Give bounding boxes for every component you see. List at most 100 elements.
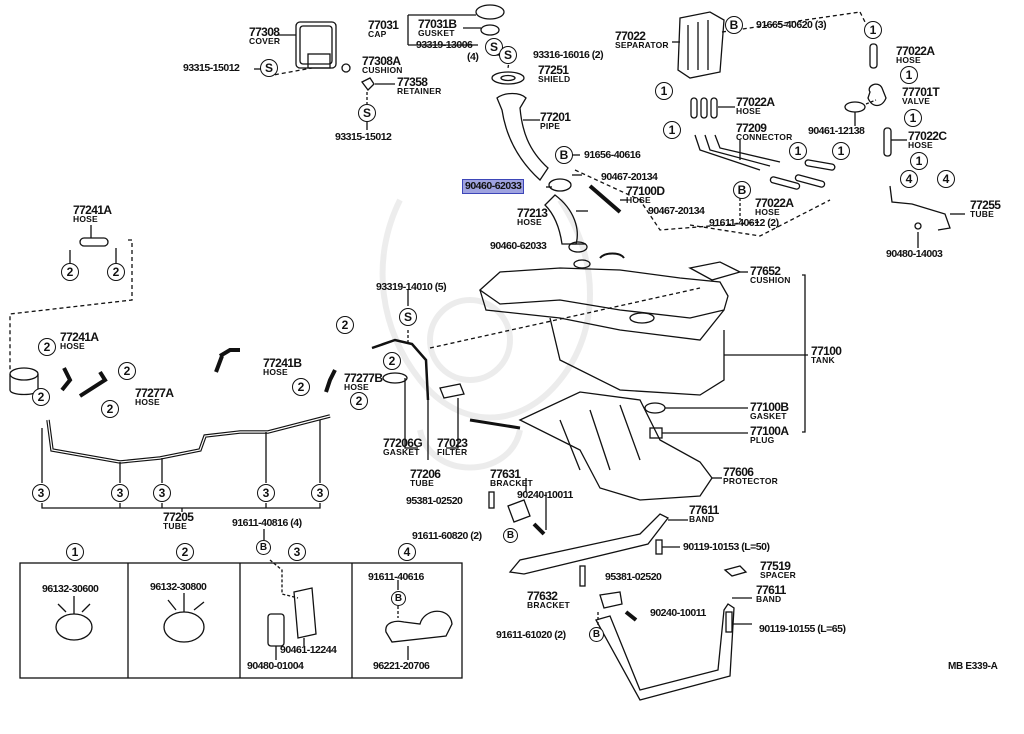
part-label-77022a-mid[interactable]: 77022A HOSE	[736, 96, 775, 116]
part-name: BRACKET	[490, 478, 533, 488]
part-number: 77611	[756, 583, 786, 597]
inset-1-part-96132-30600[interactable]: 96132-30600	[42, 583, 99, 595]
part-label-77022a-low[interactable]: 77022A HOSE	[755, 197, 794, 217]
part-number: 77652	[750, 264, 781, 278]
part-label-77519[interactable]: 77519 SPACER	[760, 560, 796, 580]
part-label-77201[interactable]: 77201 PIPE	[540, 111, 571, 131]
part-number: 77519	[760, 559, 791, 573]
marker-3: 3	[111, 484, 129, 502]
part-label-77358[interactable]: 77358 RETAINER	[397, 76, 441, 96]
ref-91611-61020[interactable]: 91611-61020 (2)	[496, 629, 566, 641]
part-label-77100d[interactable]: 77100D HOSE	[626, 184, 665, 205]
part-label-77611-lower[interactable]: 77611 BAND	[756, 584, 786, 604]
part-label-77632[interactable]: 77632 BRACKET	[527, 590, 570, 610]
ref-90467-20134-lower[interactable]: 90467-20134	[648, 205, 705, 217]
part-label-77308a[interactable]: 77308A CUSHION	[362, 55, 403, 75]
ref-90240-10011-upper[interactable]: 90240-10011	[517, 489, 573, 501]
part-label-77251[interactable]: 77251 SHIELD	[538, 64, 570, 84]
part-name: CUSHION	[750, 275, 791, 285]
part-number: 77308A	[362, 54, 401, 68]
part-label-77031[interactable]: 77031 CAP	[368, 18, 399, 39]
part-number: 77308	[249, 25, 280, 39]
part-name: GASKET	[750, 411, 787, 421]
part-label-77205[interactable]: 77205 TUBE	[163, 511, 194, 531]
marker-b: B	[589, 627, 604, 642]
part-number: 77031B	[418, 17, 457, 31]
ref-90467-20134-upper[interactable]: 90467-20134	[601, 171, 658, 183]
inset-marker-2: 2	[176, 543, 194, 561]
part-label-77023[interactable]: 77023 FILTER	[437, 437, 468, 457]
part-name: PLUG	[750, 435, 775, 445]
part-name: TUBE	[410, 478, 434, 488]
marker-1: 1	[663, 121, 681, 139]
part-label-77206g[interactable]: 77206G GASKET	[383, 437, 423, 457]
part-label-77606[interactable]: 77606 PROTECTOR	[723, 466, 778, 486]
ref-91665-40620[interactable]: 91665-40620 (3)	[756, 19, 827, 31]
ref-95381-02520-lower[interactable]: 95381-02520	[605, 571, 662, 583]
inset-3-part-90480-01004[interactable]: 90480-01004	[247, 660, 304, 672]
part-number: 77213	[517, 206, 548, 220]
gasket-plug-part	[644, 402, 748, 439]
ref-95381-02520-upper[interactable]: 95381-02520	[406, 495, 463, 507]
marker-2: 2	[292, 378, 310, 396]
part-number: 77100D	[626, 184, 665, 198]
part-label-77241a-low[interactable]: 77241A HOSE	[60, 331, 99, 351]
ref-91611-40612[interactable]: 91611-40612 (2)	[709, 217, 779, 229]
part-label-77277a[interactable]: 77277A HOSE	[135, 387, 174, 407]
part-name: BRACKET	[527, 600, 570, 610]
part-name: HOSE	[908, 140, 933, 150]
marker-2: 2	[336, 316, 354, 334]
ref-91611-60820[interactable]: 91611-60820 (2)	[412, 530, 482, 542]
inset-4-part-91611-40616[interactable]: 91611-40616	[368, 571, 424, 583]
part-name: HOSE	[263, 367, 288, 377]
ref-90460-62033-highlighted[interactable]: 90460-62033	[462, 179, 525, 194]
part-label-77241a-top[interactable]: 77241A HOSE	[73, 204, 112, 224]
ref-93319-13006[interactable]: 93319-13006	[416, 39, 473, 51]
part-label-77241b[interactable]: 77241B HOSE	[263, 357, 302, 377]
part-name: SEPARATOR	[615, 40, 669, 50]
part-label-77652[interactable]: 77652 CUSHION	[750, 265, 791, 285]
ref-90119-10153[interactable]: 90119-10153 (L=50)	[683, 541, 770, 553]
inset-marker-1: 1	[66, 543, 84, 561]
part-name: TANK	[811, 355, 835, 365]
ref-91656-40616[interactable]: 91656-40616	[584, 149, 641, 161]
marker-1: 1	[655, 82, 673, 100]
part-number: 77631	[490, 467, 521, 481]
ref-90460-62033-lower[interactable]: 90460-62033	[490, 240, 547, 252]
ref-90461-12138[interactable]: 90461-12138	[808, 125, 865, 137]
part-label-77100a[interactable]: 77100A PLUG	[750, 425, 789, 445]
part-label-77701t[interactable]: 77701T VALVE	[902, 86, 940, 106]
inset-3-part-90461-12244[interactable]: 90461-12244	[280, 644, 337, 656]
ref-90480-14003[interactable]: 90480-14003	[886, 248, 943, 260]
ref-93319-14010[interactable]: 93319-14010 (5)	[376, 281, 447, 293]
ref-93315-15012-lower[interactable]: 93315-15012	[335, 131, 392, 143]
part-label-77022[interactable]: 77022 SEPARATOR	[615, 30, 669, 50]
part-number: 77100B	[750, 400, 789, 414]
part-label-77277b[interactable]: 77277B HOSE	[344, 371, 383, 392]
part-label-77308[interactable]: 77308 COVER	[249, 26, 280, 46]
marker-2: 2	[118, 362, 136, 380]
part-label-77100[interactable]: 77100 TANK	[811, 345, 842, 365]
part-label-77209[interactable]: 77209 CONNECTOR	[736, 122, 792, 142]
part-label-77213[interactable]: 77213 HOSE	[517, 206, 548, 227]
part-label-77611-upper[interactable]: 77611 BAND	[689, 504, 719, 524]
inset-2-part-96132-30800[interactable]: 96132-30800	[150, 581, 207, 593]
part-name: HOSE	[736, 106, 761, 116]
inset-4-part-96221-20706[interactable]: 96221-20706	[373, 660, 430, 672]
part-label-77022a-right[interactable]: 77022A HOSE	[896, 45, 935, 65]
part-number: 77031	[368, 18, 399, 32]
part-number: 77277B	[344, 371, 383, 385]
part-label-77206[interactable]: 77206 TUBE	[410, 468, 441, 488]
ref-91611-40816[interactable]: 91611-40816 (4)	[232, 517, 302, 529]
marker-3: 3	[257, 484, 275, 502]
ref-93315-15012-left[interactable]: 93315-15012	[183, 62, 240, 74]
part-label-77631[interactable]: 77631 BRACKET	[490, 468, 533, 488]
part-label-77031b[interactable]: 77031B GUSKET	[418, 17, 457, 38]
part-label-77100b[interactable]: 77100B GASKET	[750, 400, 789, 421]
ref-90240-10011-lower[interactable]: 90240-10011	[650, 607, 706, 619]
diagram-code: MB E339-A	[948, 661, 998, 672]
ref-90119-10155[interactable]: 90119-10155 (L=65)	[759, 623, 846, 635]
ref-93316-16016[interactable]: 93316-16016 (2)	[533, 49, 604, 61]
part-label-77255[interactable]: 77255 TUBE	[970, 199, 1001, 219]
part-label-77022c[interactable]: 77022C HOSE	[908, 130, 947, 150]
